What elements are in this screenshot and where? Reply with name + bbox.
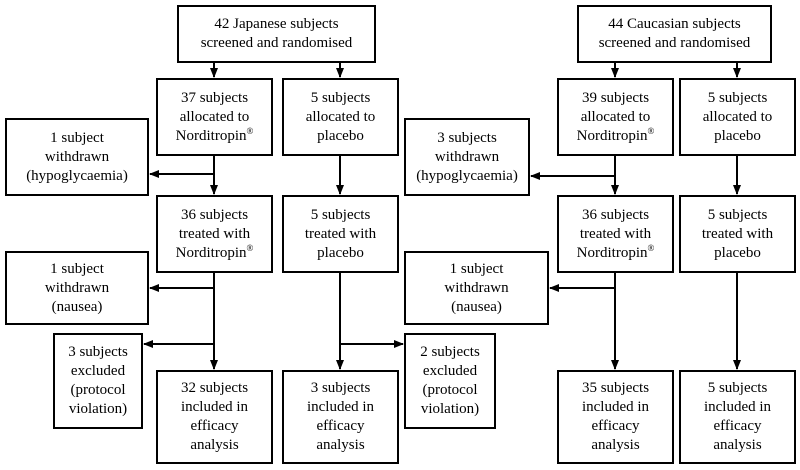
left-withdrawn-1-line-1: 1 subject [50,129,104,146]
right-placebo-efficacy-line-1: 5 subjects [707,380,768,396]
left-placebo-efficacy-line-1: 3 subjects [310,380,371,396]
right-placebo-treated-box: 5 subjects treated with placebo [679,195,796,273]
left-drug-treated-line-3: Norditropin® [175,242,254,263]
right-screened-box: 44 Caucasian subjects screened and rando… [577,5,772,63]
left-placebo-allocated-line-3: placebo [317,127,364,144]
right-drug-allocated-box: 39 subjects allocated to Norditropin® [557,78,674,156]
left-excluded-placebo-line-1: 2 subjects [420,344,480,360]
left-drug-allocated-box: 37 subjects allocated to Norditropin® [156,78,273,156]
left-placebo-efficacy-line-4: analysis [316,437,365,453]
left-placebo-allocated-box: 5 subjects allocated to placebo [282,78,399,156]
left-screened-line-1: 42 Japanese subjects [214,16,339,32]
right-withdrawn-1-line-1: 3 subjects [437,129,497,146]
right-placebo-treated-line-1: 5 subjects [707,206,768,223]
left-placebo-allocated-line-1: 5 subjects [310,89,371,106]
left-withdrawn-1-line-3: (hypoglycaemia) [26,167,128,184]
right-drug-treated-registered-mark: ® [647,242,655,253]
right-drug-efficacy-line-4: analysis [591,437,640,453]
right-withdrawn-2-line-1: 1 subject [449,260,504,277]
left-drug-allocated-registered-mark: ® [246,125,254,136]
right-drug-allocated-line-3: Norditropin® [576,125,655,146]
right-withdrawn-1-line-3: (hypoglycaemia) [416,167,518,184]
left-excluded-placebo-line-4: violation) [420,401,480,417]
right-drug-treated-line-3: Norditropin® [576,242,655,263]
left-placebo-excluded-box: 2 subjects excluded (protocol violation) [404,333,496,429]
right-placebo-treated-line-2: treated with [701,225,774,242]
left-excluded-drug-line-1: 3 subjects [68,344,128,360]
left-drug-allocated-drug-name: Norditropin [175,127,247,144]
left-drug-excluded-box: 3 subjects excluded (protocol violation) [53,333,143,429]
left-screened-line-2: screened and randomised [200,35,353,51]
right-placebo-efficacy-line-3: efficacy [713,418,762,434]
left-excluded-placebo-line-3: (protocol [422,382,478,398]
right-placebo-efficacy-box: 5 subjects included in efficacy analysis [679,370,796,464]
left-placebo-efficacy-box: 3 subjects included in efficacy analysis [282,370,399,464]
left-excluded-placebo-line-2: excluded [422,363,478,379]
left-drug-efficacy-box: 32 subjects included in efficacy analysi… [156,370,273,464]
left-drug-treated-line-1: 36 subjects [180,206,249,223]
right-drug-treated-drug-name: Norditropin [576,244,648,261]
left-withdrawn-hypoglycaemia-box: 1 subject withdrawn (hypoglycaemia) [5,118,149,196]
left-withdrawn-nausea-box: 1 subject withdrawn (nausea) [5,251,149,325]
right-drug-efficacy-line-1: 35 subjects [581,380,650,396]
right-drug-allocated-line-1: 39 subjects [581,89,650,106]
right-placebo-allocated-line-2: allocated to [702,108,773,125]
right-drug-allocated-line-2: allocated to [580,108,651,125]
right-drug-treated-box: 36 subjects treated with Norditropin® [557,195,674,273]
right-withdrawn-hypoglycaemia-box: 3 subjects withdrawn (hypoglycaemia) [404,118,530,196]
left-drug-treated-line-2: treated with [178,225,251,242]
left-placebo-treated-box: 5 subjects treated with placebo [282,195,399,273]
left-drug-allocated-line-1: 37 subjects [180,89,249,106]
right-placebo-allocated-box: 5 subjects allocated to placebo [679,78,796,156]
right-placebo-allocated-line-3: placebo [714,127,761,144]
left-excluded-drug-line-2: excluded [70,363,126,379]
left-drug-treated-drug-name: Norditropin [175,244,247,261]
left-withdrawn-2-line-2: withdrawn [44,279,110,296]
left-withdrawn-2-line-1: 1 subject [50,260,104,277]
right-withdrawn-1-line-2: withdrawn [434,148,500,165]
right-drug-treated-line-2: treated with [579,225,652,242]
right-drug-efficacy-box: 35 subjects included in efficacy analysi… [557,370,674,464]
right-placebo-efficacy-line-4: analysis [713,437,762,453]
left-placebo-treated-line-1: 5 subjects [310,206,371,223]
right-placebo-allocated-line-1: 5 subjects [707,89,768,106]
right-drug-treated-line-1: 36 subjects [581,206,650,223]
right-screened-line-2: screened and randomised [598,35,751,51]
right-drug-efficacy-line-2: included in [581,399,650,415]
left-drug-treated-box: 36 subjects treated with Norditropin® [156,195,273,273]
right-screened-line-1: 44 Caucasian subjects [608,16,741,32]
left-withdrawn-2-line-3: (nausea) [51,298,103,315]
left-placebo-treated-line-3: placebo [317,244,364,261]
right-placebo-treated-line-3: placebo [714,244,761,261]
right-drug-efficacy-line-3: efficacy [591,418,640,434]
left-drug-efficacy-line-2: included in [180,399,249,415]
left-drug-efficacy-line-3: efficacy [190,418,239,434]
left-drug-allocated-line-3: Norditropin® [175,125,254,146]
right-withdrawn-2-line-3: (nausea) [451,298,502,315]
left-placebo-efficacy-line-2: included in [306,399,375,415]
left-screened-box: 42 Japanese subjects screened and random… [177,5,376,63]
right-withdrawn-2-line-2: withdrawn [444,279,509,296]
left-placebo-treated-line-2: treated with [304,225,377,242]
left-excluded-drug-line-4: violation) [68,401,128,417]
right-placebo-efficacy-line-2: included in [703,399,772,415]
left-drug-allocated-line-2: allocated to [179,108,250,125]
left-placebo-efficacy-line-3: efficacy [316,418,365,434]
left-drug-efficacy-line-1: 32 subjects [180,380,249,396]
right-withdrawn-nausea-box: 1 subject withdrawn (nausea) [404,251,549,325]
right-drug-allocated-drug-name: Norditropin [576,127,648,144]
left-placebo-allocated-line-2: allocated to [305,108,376,125]
left-drug-efficacy-line-4: analysis [190,437,239,453]
right-drug-allocated-registered-mark: ® [647,125,655,136]
left-excluded-drug-line-3: (protocol [70,382,126,398]
left-drug-treated-registered-mark: ® [246,242,254,253]
left-withdrawn-1-line-2: withdrawn [44,148,110,165]
